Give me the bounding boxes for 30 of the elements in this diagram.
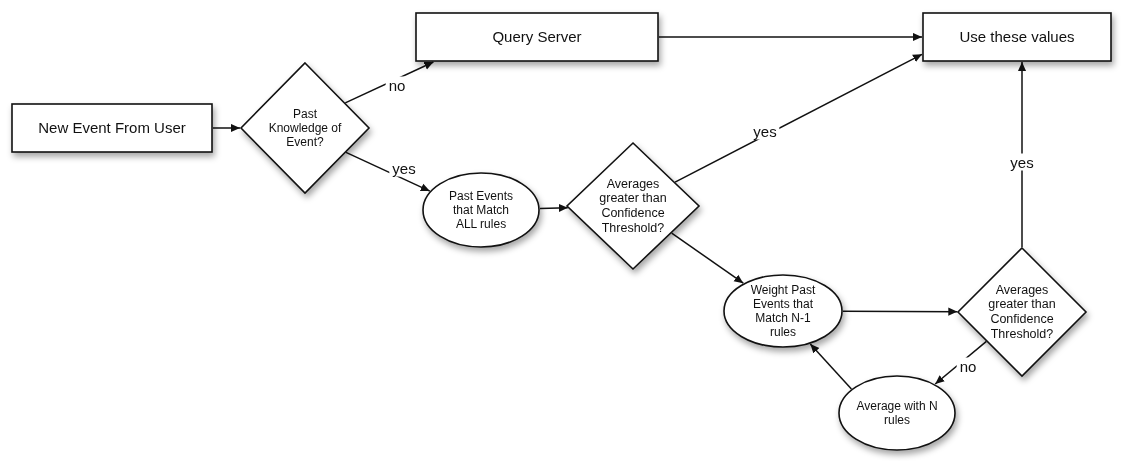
node-text: Past Events that Match ALL rules: [448, 188, 514, 232]
process-ellipse: [422, 172, 540, 248]
decision-diamond: [240, 62, 370, 194]
process-ellipse: [723, 274, 843, 348]
arrow: [674, 53, 923, 183]
node-text: Query Server: [491, 28, 583, 46]
process-box: [922, 12, 1112, 62]
node-text: Weight Past Events that Match N-1 rules: [749, 282, 817, 340]
arrow: [539, 203, 569, 212]
node-text: Past Knowledge of Event?: [267, 106, 343, 150]
node-text: Use these values: [958, 28, 1076, 46]
arrow: [658, 32, 923, 42]
process-ellipse: [838, 375, 956, 451]
arrow: [1017, 61, 1027, 248]
arrow: [345, 151, 431, 192]
arrow: [212, 123, 241, 133]
arrow: [842, 307, 959, 316]
arrow: [809, 343, 853, 390]
arrow: [934, 340, 988, 385]
process-box: [415, 12, 659, 62]
node-text: Averages greater than Confidence Threshold?: [598, 176, 668, 236]
node-text: Averages greater than Confidence Threshold?: [987, 282, 1057, 342]
node-text: New Event From User: [37, 119, 187, 137]
process-box: [11, 103, 213, 153]
arrow: [670, 232, 745, 284]
decision-diamond: [957, 247, 1087, 377]
node-text: Average with N rules: [855, 398, 939, 428]
decision-diamond: [566, 142, 700, 270]
arrow: [344, 61, 435, 104]
edge-label: yes: [1007, 153, 1037, 171]
